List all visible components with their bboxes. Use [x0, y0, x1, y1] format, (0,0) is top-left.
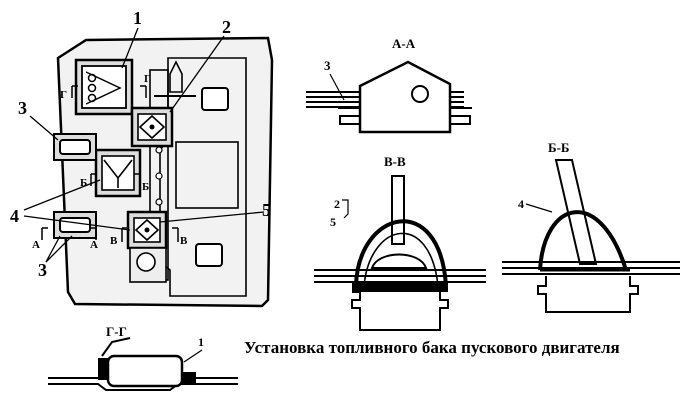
plan-cutout-mid [175, 141, 239, 209]
section-mark-a-left: А [32, 239, 40, 251]
section-mark-g-left: Г [60, 89, 67, 101]
section-vv-callout-5: 5 [330, 215, 336, 229]
figure-caption: Установка топливного бака пускового двиг… [244, 338, 620, 357]
section-mark-a-right: А [90, 239, 98, 251]
pad-upper [53, 133, 97, 161]
section-bb-callout: 4 [518, 197, 524, 211]
section-mark-b-left: Б [80, 177, 87, 189]
plan-rail-slot [169, 60, 183, 93]
bracket-2 [130, 106, 174, 148]
plan-rail-hole [155, 198, 163, 206]
section-mark-g-right: Г [144, 73, 151, 85]
callout-1: 1 [133, 8, 142, 28]
plan-rail-hole [155, 146, 163, 154]
section-gg-title: Г-Г [106, 324, 127, 339]
section-gg: Г-Г 1 [48, 324, 238, 391]
section-vv: В-В 2 5 [314, 154, 486, 331]
callout-3-lower: 3 [38, 260, 47, 280]
callout-4: 4 [10, 206, 19, 226]
section-aa: А-А 3 [306, 36, 472, 134]
callout-5: 5 [262, 200, 271, 220]
section-vv-title: В-В [384, 154, 406, 169]
section-vv-callout-2: 2 [334, 197, 340, 211]
section-gg-callout: 1 [198, 335, 204, 349]
section-aa-title: А-А [392, 36, 416, 51]
plan-cutout-top [201, 87, 229, 111]
section-ticks [41, 85, 179, 242]
section-mark-b-right: Б [142, 181, 149, 193]
section-mark-v-right: В [180, 235, 188, 247]
tank-top [74, 58, 134, 116]
plan-view: 1 2 3 4 5 3 Г Г Б Б А А В В [10, 8, 274, 308]
section-bb: Б-Б 4 [502, 140, 680, 313]
leader-lines [23, 27, 265, 263]
section-mark-v-left: В [110, 235, 118, 247]
plan-cutout-bottom [195, 243, 223, 267]
callout-3-upper: 3 [18, 98, 27, 118]
callout-2: 2 [222, 17, 231, 37]
plan-rail-hole [155, 172, 163, 180]
section-aa-callout: 3 [324, 58, 331, 73]
section-bb-title: Б-Б [548, 140, 570, 155]
bracket-center [94, 148, 142, 198]
